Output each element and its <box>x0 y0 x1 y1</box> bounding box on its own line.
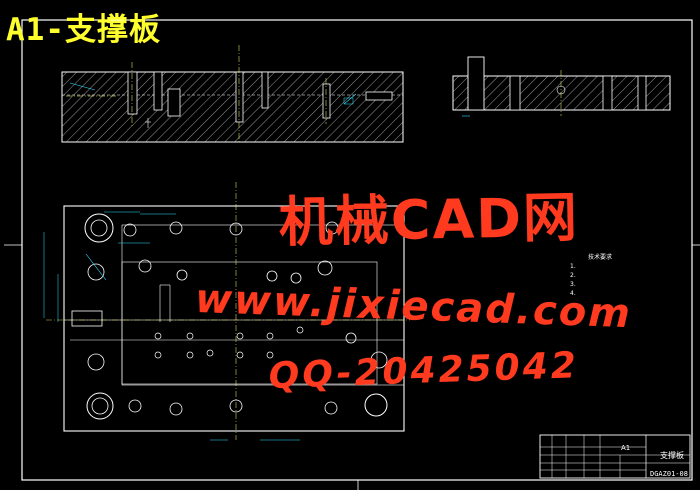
drawing-title: A1-支撑板 <box>6 12 161 48</box>
note-item: 2. <box>570 272 576 279</box>
front-section-view <box>61 45 404 143</box>
sheet-border <box>21 19 693 481</box>
title-block <box>539 434 691 479</box>
notes-title: 技术要求 <box>588 254 613 261</box>
note-item: 1. <box>570 263 576 270</box>
title-block-scale: A1 <box>621 444 631 452</box>
note-item: 4. <box>570 290 576 297</box>
title-block-part-name: 支撑板 <box>660 451 684 460</box>
plan-view <box>43 182 410 441</box>
note-item: 3. <box>570 281 576 288</box>
side-section-view <box>452 56 671 117</box>
technical-notes: 技术要求 1. 2. 3. 4. <box>570 253 612 298</box>
title-block-code: DGAZ01-08 <box>650 470 688 478</box>
watermark-site-name: 机械CAD网 <box>278 185 580 254</box>
